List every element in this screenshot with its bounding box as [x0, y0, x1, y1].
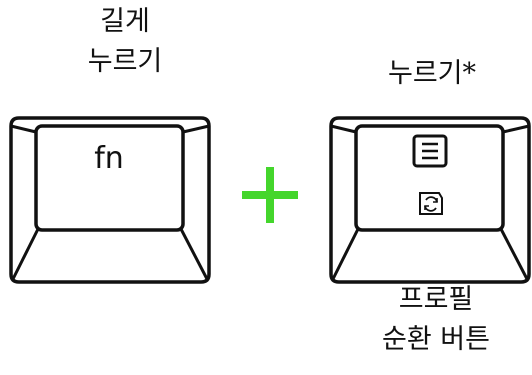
profile-cycle-icon [419, 192, 443, 215]
press-text: 누르기 [87, 46, 163, 77]
fn-key-instruction-label: 길게 누르기 [70, 2, 180, 82]
menu-list-icon [412, 134, 448, 168]
hold-text: 길게 [100, 6, 150, 37]
plus-icon [242, 167, 298, 223]
profile-key-instruction-label: 누르기* [387, 58, 477, 89]
profile-cycle-key[interactable] [325, 112, 532, 288]
fn-key[interactable]: fn [5, 112, 215, 288]
profile-text: 프로필 [398, 284, 474, 315]
cycle-button-text: 순환 버튼 [382, 324, 490, 355]
profile-cycle-button-label: 프로필 순환 버튼 [361, 280, 511, 360]
fn-key-label: fn [94, 141, 124, 176]
